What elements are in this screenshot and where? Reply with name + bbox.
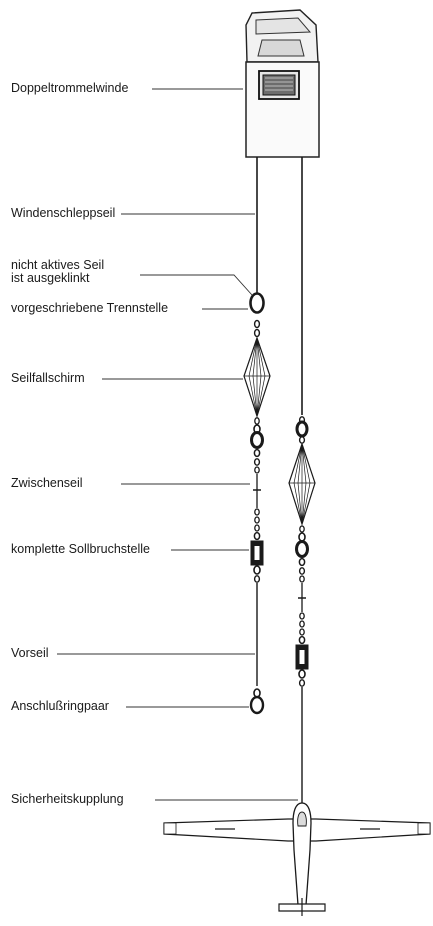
- label-inactive-rope-line2: ist ausgeklinkt: [11, 271, 90, 285]
- label-tow-rope: Windenschleppseil: [11, 206, 116, 220]
- left-rope-assembly: [243, 157, 271, 715]
- label-safety-coupling: Sicherheitskupplung: [11, 792, 124, 806]
- label-winch: Doppeltrommelwinde: [11, 81, 129, 95]
- label-inactive-rope-line1: nicht aktives Seil: [11, 258, 105, 272]
- right-rope-assembly: [288, 157, 316, 803]
- leader-lines: [57, 88, 298, 801]
- label-intermediate-rope: Zwischenseil: [11, 476, 83, 490]
- double-drum-winch: [245, 9, 320, 158]
- label-weak-link: komplette Sollbruchstelle: [11, 542, 150, 556]
- label-ring-pair: Anschlußringpaar: [11, 699, 109, 713]
- glider: [163, 802, 431, 916]
- label-separation-point: vorgeschriebene Trennstelle: [11, 301, 169, 315]
- label-parachute: Seilfallschirm: [11, 371, 85, 385]
- label-leader-rope: Vorseil: [11, 646, 49, 660]
